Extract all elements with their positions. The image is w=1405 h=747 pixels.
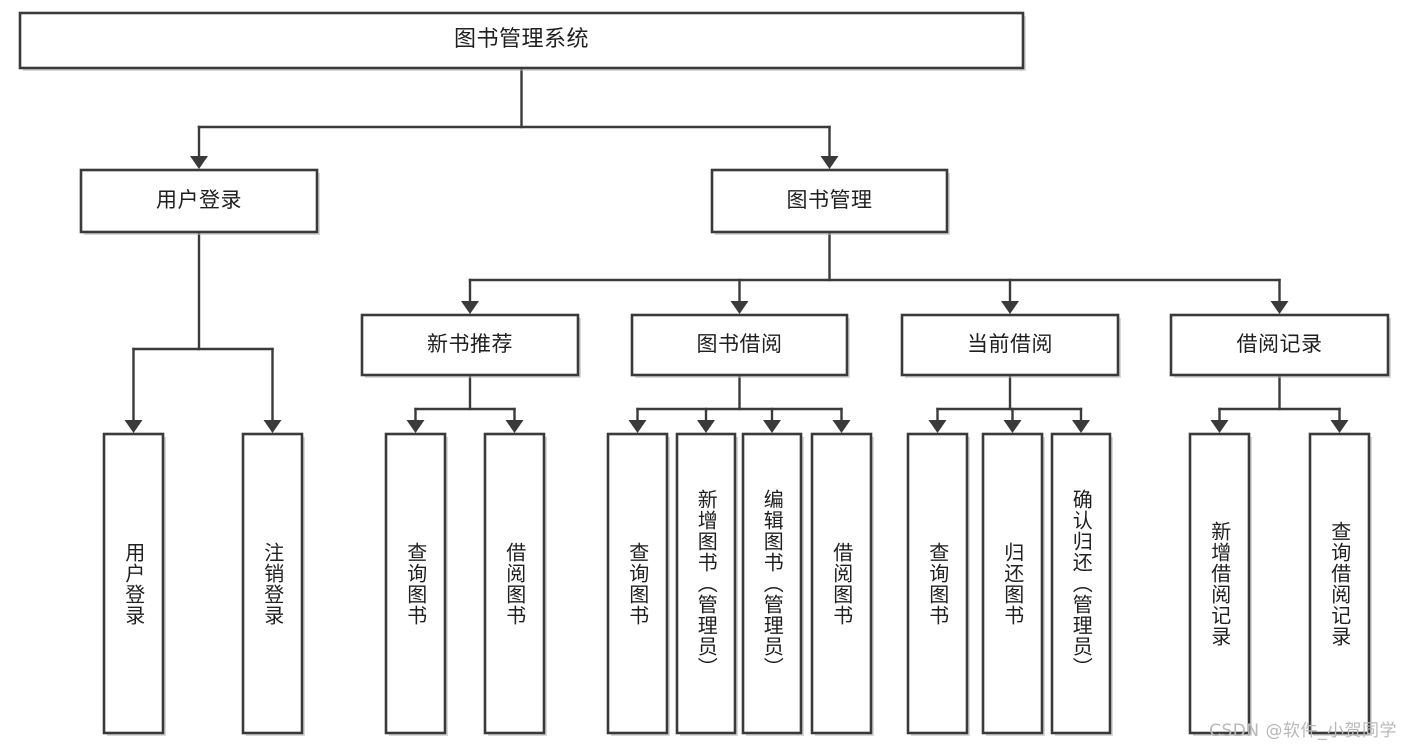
node-n_borrow[interactable] — [632, 315, 847, 375]
node-box-n_current[interactable] — [900, 313, 1120, 377]
node-l_confirm_return[interactable] — [1052, 434, 1110, 733]
edge-arrowhead-icon — [263, 420, 282, 433]
node-n_user_login[interactable] — [81, 170, 317, 232]
watermark-text: CSDN @软件_小贺同学 — [1209, 721, 1397, 741]
node-box-l_edit_book[interactable] — [741, 432, 803, 735]
edge-arrowhead-icon — [461, 301, 479, 314]
node-l_query_book_b[interactable] — [608, 434, 667, 733]
node-box-l_borrow_book_b[interactable] — [810, 432, 873, 735]
node-l_query_record[interactable] — [1310, 434, 1369, 733]
node-l_borrow_book_b[interactable] — [812, 434, 871, 733]
node-box-l_query_record[interactable] — [1308, 432, 1371, 735]
edge-layer — [124, 66, 1349, 433]
edge-arrowhead-icon — [1330, 420, 1349, 433]
edge-arrowhead-icon — [697, 420, 715, 433]
node-box-root[interactable] — [18, 11, 1025, 70]
node-n_records[interactable] — [1171, 315, 1388, 375]
node-l_query_book_a[interactable] — [386, 434, 445, 733]
edge-arrowhead-icon — [628, 420, 647, 433]
edge-arrowhead-icon — [1003, 420, 1022, 433]
node-l_add_book[interactable] — [677, 434, 735, 733]
edge-arrowhead-icon — [763, 420, 781, 433]
node-box-l_logout[interactable] — [241, 432, 304, 735]
node-box-n_book_mgmt[interactable] — [710, 168, 949, 234]
edge-arrowhead-icon — [190, 156, 208, 169]
node-n_new_rec[interactable] — [362, 315, 578, 375]
edge-arrowhead-icon — [820, 156, 839, 169]
node-box-l_user_login[interactable] — [102, 432, 165, 735]
edge-arrowhead-icon — [730, 301, 749, 314]
node-box-n_borrow[interactable] — [630, 313, 849, 377]
node-box-n_new_rec[interactable] — [360, 313, 580, 377]
node-l_query_book_c[interactable] — [908, 434, 967, 733]
node-n_book_mgmt[interactable] — [712, 170, 947, 232]
node-box-l_add_book[interactable] — [675, 432, 737, 735]
node-box-l_query_book_b[interactable] — [606, 432, 669, 735]
edge-arrowhead-icon — [832, 420, 851, 433]
edge-arrowhead-icon — [505, 420, 524, 433]
node-box-n_records[interactable] — [1169, 313, 1390, 377]
edge-arrowhead-icon — [1001, 301, 1019, 314]
node-l_add_record[interactable] — [1190, 434, 1249, 733]
node-l_user_login[interactable] — [104, 434, 163, 733]
node-l_edit_book[interactable] — [743, 434, 801, 733]
node-box-l_return_book[interactable] — [981, 432, 1044, 735]
node-box-l_borrow_book_a[interactable] — [483, 432, 546, 735]
node-box-n_user_login[interactable] — [79, 168, 319, 234]
edge-arrowhead-icon — [406, 420, 425, 433]
node-l_return_book[interactable] — [983, 434, 1042, 733]
edge-arrowhead-icon — [1072, 420, 1090, 433]
node-box-l_confirm_return[interactable] — [1050, 432, 1112, 735]
edge-arrowhead-icon — [1270, 301, 1289, 314]
edge-arrowhead-icon — [124, 420, 143, 433]
edge-arrowhead-icon — [1210, 420, 1229, 433]
node-l_borrow_book_a[interactable] — [485, 434, 544, 733]
edge-arrowhead-icon — [928, 420, 947, 433]
node-box-l_query_book_c[interactable] — [906, 432, 969, 735]
node-box-l_add_record[interactable] — [1188, 432, 1251, 735]
node-root[interactable] — [20, 13, 1023, 68]
node-box-l_query_book_a[interactable] — [384, 432, 447, 735]
node-layer — [18, 11, 1391, 736]
node-l_logout[interactable] — [243, 434, 302, 733]
node-n_current[interactable] — [902, 315, 1118, 375]
